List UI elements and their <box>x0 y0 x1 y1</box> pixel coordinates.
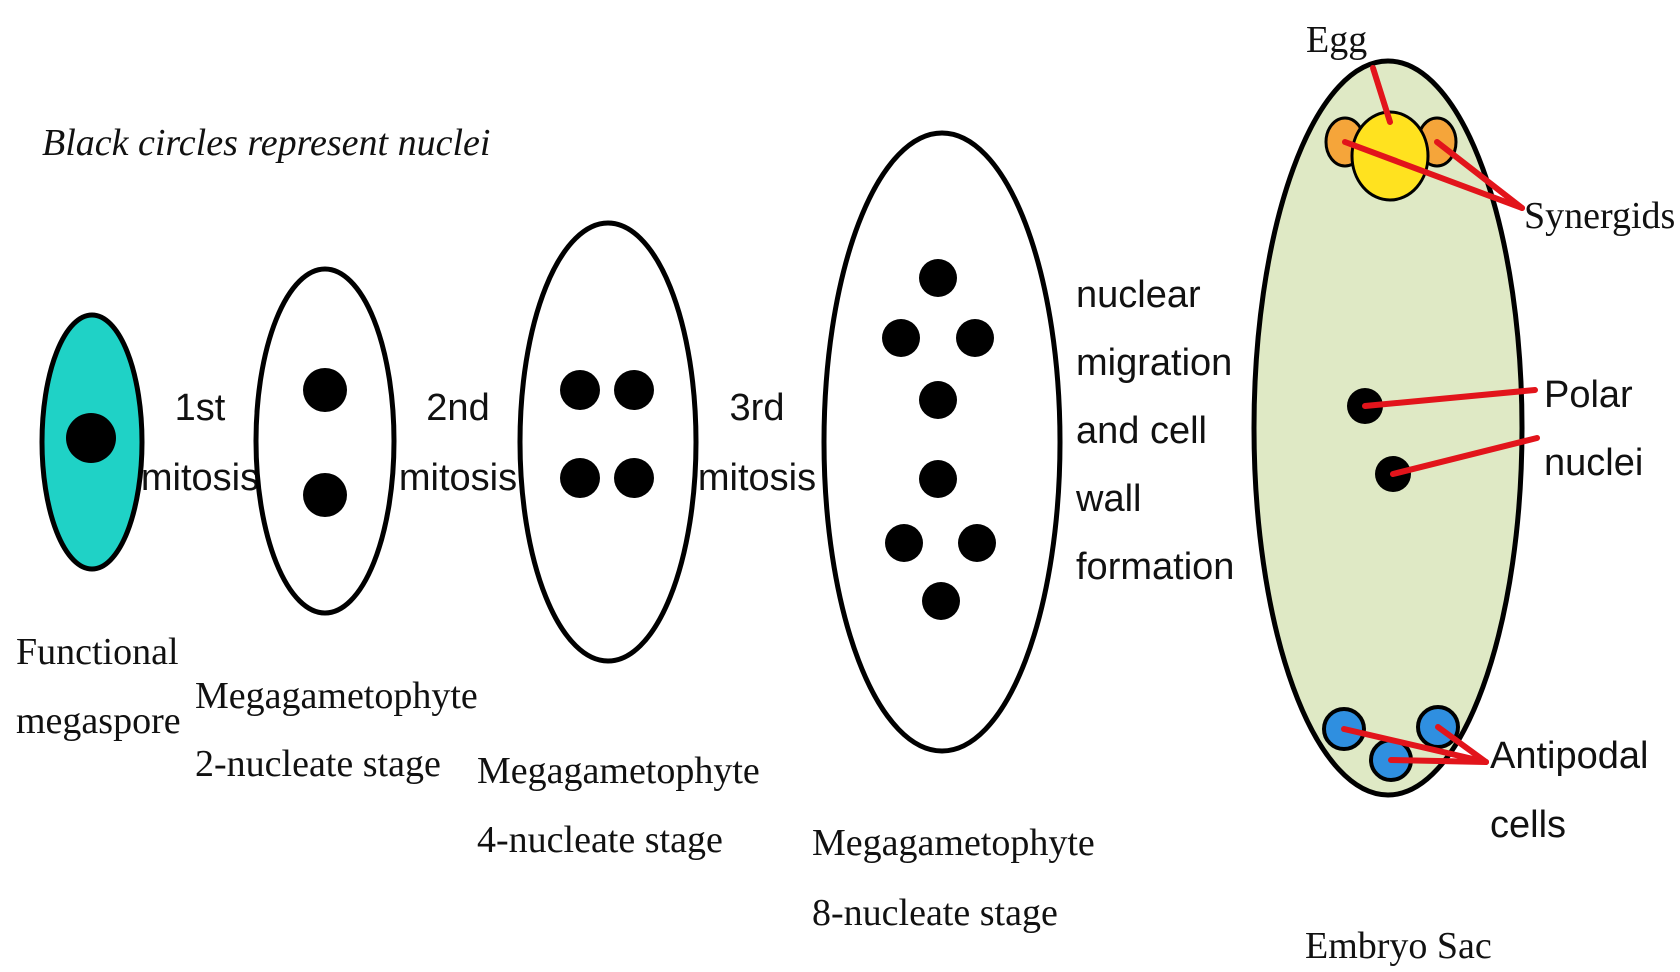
nucleus <box>919 259 957 297</box>
two-nucleate-label-line1: Megagametophyte <box>195 675 478 717</box>
migration-label-line4: wall <box>1075 478 1141 520</box>
migration-label-line3: and cell <box>1076 410 1207 452</box>
nucleus <box>303 368 347 412</box>
antipodal-pointer <box>1391 760 1486 762</box>
two-nucleate-megagametophyte <box>256 269 394 613</box>
nucleus <box>614 370 654 410</box>
functional-megaspore-label-line2: megaspore <box>16 700 181 742</box>
nucleus <box>919 460 957 498</box>
nucleus <box>956 319 994 357</box>
four-nucleate-label-line1: Megagametophyte <box>477 750 760 792</box>
nucleus <box>919 381 957 419</box>
first-mitosis-label-line1: 1st <box>175 387 226 429</box>
antipodal-cells-label-line1: Antipodal <box>1490 735 1648 777</box>
embryo-sac <box>1254 61 1522 795</box>
four-nucleate-cell <box>520 223 696 661</box>
nucleus <box>303 473 347 517</box>
embryo-sac-label: Embryo Sac <box>1305 925 1492 967</box>
functional-megaspore-label-line1: Functional <box>16 631 179 673</box>
eight-nucleate-megagametophyte <box>824 133 1060 751</box>
nucleus <box>882 319 920 357</box>
nucleus <box>922 582 960 620</box>
two-nucleate-label-line2: 2-nucleate stage <box>195 743 441 785</box>
polar-nuclei-label-line1: Polar <box>1544 374 1633 416</box>
migration-label-line1: nuclear <box>1076 274 1201 316</box>
first-mitosis-label-line2: mitosis <box>141 457 259 499</box>
second-mitosis-label-line1: 2nd <box>426 387 489 429</box>
functional-megaspore <box>42 315 142 569</box>
two-nucleate-cell <box>256 269 394 613</box>
third-mitosis-label-line1: 3rd <box>730 387 785 429</box>
megaspore-nucleus <box>66 413 116 463</box>
nucleus <box>885 524 923 562</box>
nucleus <box>614 458 654 498</box>
migration-label-line2: migration <box>1076 342 1232 384</box>
eight-nucleate-cell <box>824 133 1060 751</box>
nucleus <box>958 524 996 562</box>
second-mitosis-label-line2: mitosis <box>399 457 517 499</box>
third-mitosis-label-line2: mitosis <box>698 457 816 499</box>
polar-nuclei-label-line2: nuclei <box>1544 442 1643 484</box>
four-nucleate-label-line2: 4-nucleate stage <box>477 819 723 861</box>
legend-note: Black circles represent nuclei <box>42 122 490 164</box>
antipodal-cells-label-line2: cells <box>1490 804 1566 846</box>
egg-label: Egg <box>1306 19 1367 61</box>
eight-nucleate-label-line1: Megagametophyte <box>812 822 1095 864</box>
nucleus <box>560 370 600 410</box>
nucleus <box>560 458 600 498</box>
migration-label-line5: formation <box>1076 546 1234 588</box>
synergids-label: Synergids <box>1524 195 1675 237</box>
four-nucleate-megagametophyte <box>520 223 696 661</box>
eight-nucleate-label-line2: 8-nucleate stage <box>812 892 1058 934</box>
